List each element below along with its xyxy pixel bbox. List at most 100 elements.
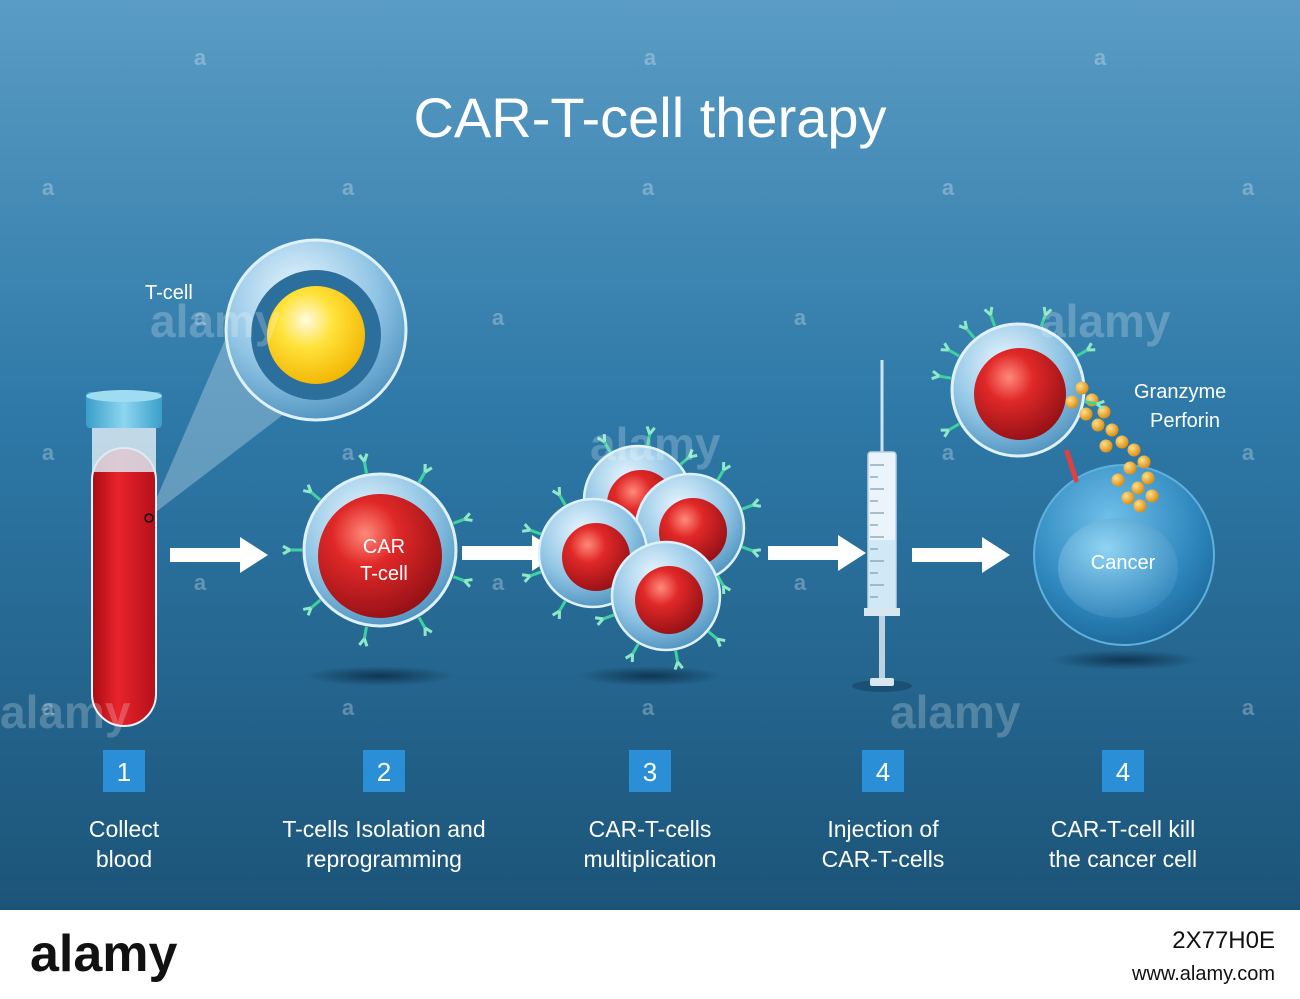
watermark-mark: a [794, 570, 807, 595]
watermark-mark: a [942, 440, 955, 465]
car-receptor [358, 453, 369, 474]
label-perforin: Perforin [1150, 410, 1220, 432]
step-number: 2 [377, 757, 391, 787]
arrow [768, 535, 866, 571]
shadow-car-t-cell [305, 666, 455, 686]
car-receptor [940, 342, 960, 358]
watermark-mark: a [342, 175, 355, 200]
watermark-words: alamy alamy alamy alamy alamy [0, 295, 1171, 738]
car-receptors [282, 306, 1105, 671]
step-caption: the cancer cell [1049, 846, 1197, 872]
car-receptor [741, 545, 762, 558]
watermark-mark: a [194, 570, 207, 595]
step-caption: T-cells Isolation and [282, 816, 485, 842]
watermark-mark: a [644, 45, 657, 70]
process-arrows [170, 535, 1010, 573]
granule [1065, 395, 1079, 409]
step-caption: CAR-T-cell kill [1051, 816, 1195, 842]
t-cell-magnified [224, 238, 408, 422]
granule [1091, 418, 1105, 432]
car-receptor [594, 613, 615, 626]
granule [1133, 499, 1147, 513]
cancer-nucleus [1058, 518, 1178, 618]
step-number: 1 [117, 757, 131, 787]
car-receptor [716, 574, 732, 595]
car-receptor [645, 425, 656, 447]
label-t-cell: T-cell [145, 282, 193, 304]
step-badge [862, 750, 904, 792]
watermark-mark: a [42, 440, 55, 465]
watermark-mark: a [194, 45, 207, 70]
watermark-mark: a [42, 175, 55, 200]
car-receptor [417, 464, 433, 484]
granule [1123, 461, 1137, 475]
car-receptor [958, 320, 976, 339]
car-receptor [302, 484, 322, 502]
label-car-t-cell: T-cell [360, 563, 408, 585]
car-receptor [716, 461, 732, 482]
syringe [852, 360, 912, 692]
arrow [912, 537, 1010, 573]
car-t-cell [302, 472, 458, 628]
watermark-word: alamy [150, 295, 281, 347]
shadow-cancer-cell [1050, 650, 1200, 670]
step-caption: blood [96, 846, 152, 872]
watermark-mark: a [1242, 695, 1255, 720]
footer-site: www.alamy.com [1131, 963, 1275, 985]
granule [1099, 439, 1113, 453]
step-caption: Injection of [827, 816, 939, 842]
granule [1145, 489, 1159, 503]
car-receptor [673, 649, 684, 671]
car-receptor [417, 616, 433, 636]
shadow-cell-cluster [578, 666, 722, 686]
syringe-plunger [879, 616, 885, 678]
step-caption: multiplication [584, 846, 717, 872]
watermark-mark: a [342, 440, 355, 465]
step-badges: 1 2 3 4 4 [103, 750, 1144, 792]
cancer-cell [1033, 464, 1215, 646]
watermark-mark: a [642, 175, 655, 200]
car-receptor [624, 642, 640, 663]
watermark-mark: a [1242, 175, 1255, 200]
step-number: 3 [643, 757, 657, 787]
granule [1121, 491, 1135, 505]
synapse-receptor [1064, 449, 1079, 483]
granzyme-perforin-granules [1065, 381, 1159, 513]
step-caption: CAR-T-cells [589, 816, 712, 842]
watermark-word: alamy [1040, 295, 1171, 347]
diagram-title: CAR-T-cell therapy [413, 86, 886, 149]
car-t-cell-nucleus [318, 494, 442, 618]
granule [1075, 381, 1089, 395]
granule [1137, 455, 1151, 469]
watermark-mark: a [492, 305, 505, 330]
watermark-mark: a [1094, 45, 1107, 70]
granule [1115, 435, 1129, 449]
watermark-mark: a [492, 570, 505, 595]
watermark-mark: a [194, 305, 207, 330]
car-receptor [1084, 399, 1105, 411]
watermark-mark: a [794, 305, 807, 330]
car-receptor [741, 498, 762, 511]
watermark-word: alamy [0, 686, 131, 738]
watermark-mark: a [642, 695, 655, 720]
car-receptor [940, 422, 960, 438]
watermark-word: alamy [590, 418, 721, 470]
watermark-mark: a [1242, 440, 1255, 465]
car-receptor [1039, 306, 1053, 327]
granule [1131, 481, 1145, 495]
step-badge [629, 750, 671, 792]
granule [1079, 407, 1093, 421]
car-receptor [707, 630, 726, 648]
step-caption: Collect [89, 816, 160, 842]
watermark-mark: a [42, 695, 55, 720]
test-tube [86, 390, 162, 727]
granule [1127, 443, 1141, 457]
granule [1141, 471, 1155, 485]
watermark-mark: a [342, 695, 355, 720]
car-t-cell-copy [610, 540, 722, 652]
arrow [462, 535, 560, 571]
car-receptor [931, 369, 952, 381]
footer-band [0, 910, 1300, 999]
label-cancer: Cancer [1091, 552, 1156, 574]
